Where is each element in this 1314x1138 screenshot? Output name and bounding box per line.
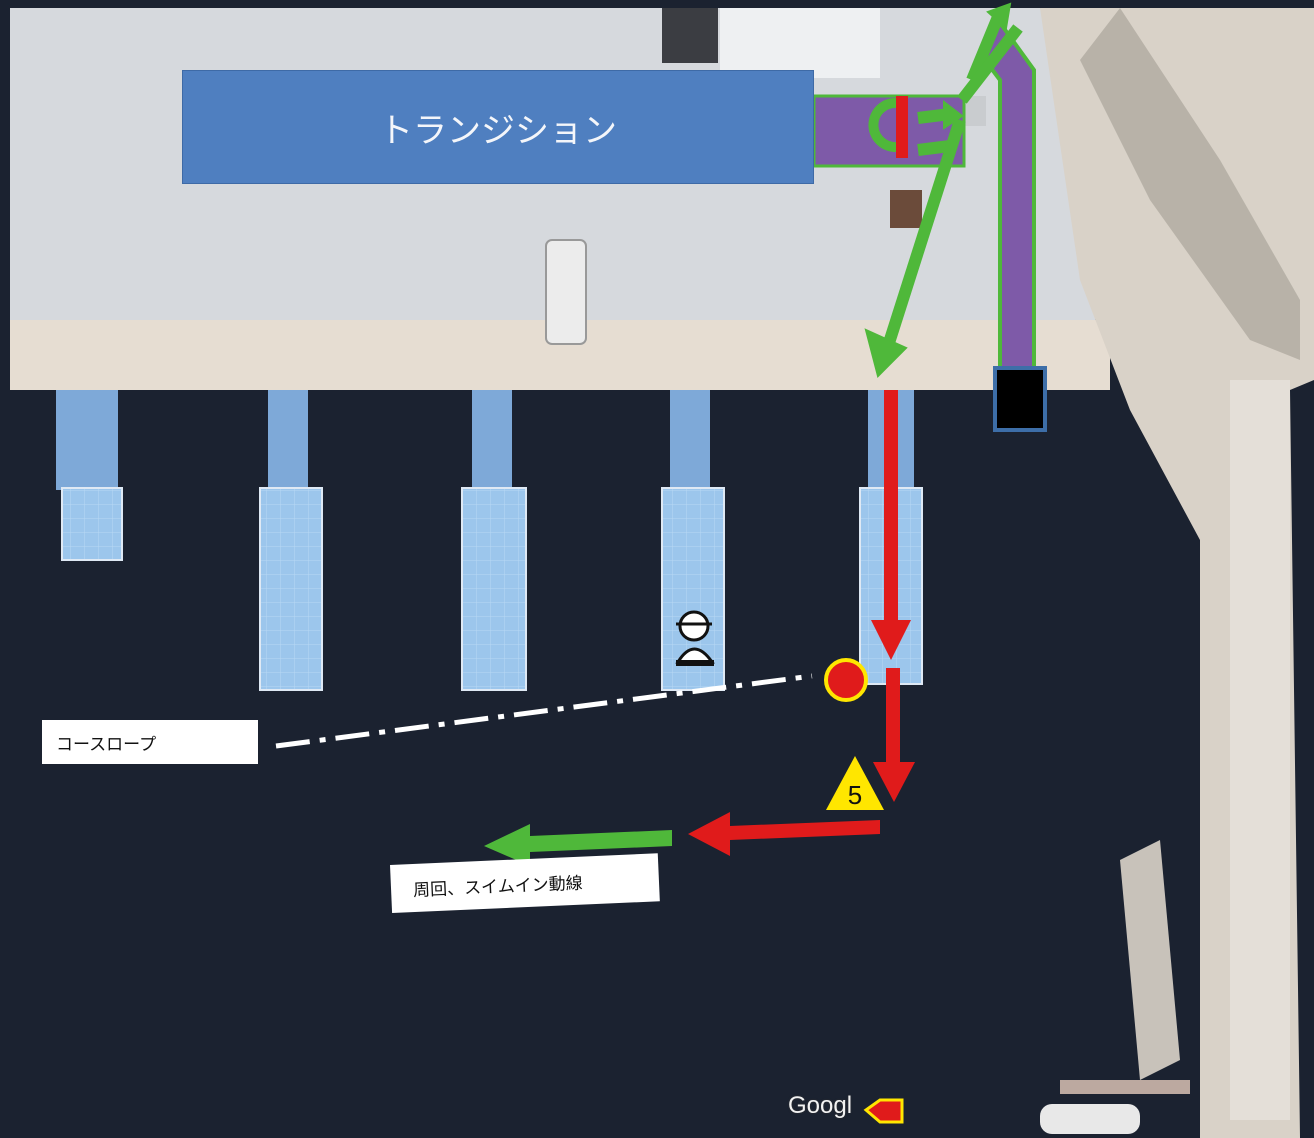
dock-1-gangway — [56, 390, 118, 490]
buoy-number: 5 — [847, 780, 863, 810]
green-arrow-exit — [917, 140, 951, 156]
green-route — [864, 2, 1023, 378]
dock-3 — [461, 487, 527, 691]
dock-4-gangway — [670, 390, 710, 490]
dock-3-gangway — [472, 390, 512, 490]
red-arrow-2-shaft — [886, 668, 900, 768]
small-pier — [1120, 840, 1180, 1080]
boat-dock — [1060, 1080, 1190, 1094]
transition-area-label: トランジション — [182, 70, 814, 184]
brown-hut — [890, 190, 922, 228]
turn-buoy-icon — [826, 756, 884, 810]
green-arrowhead-up — [986, 2, 1012, 30]
seawall-inner — [1080, 8, 1300, 360]
green-arrowhead-right — [943, 99, 964, 130]
transition-connector — [812, 94, 966, 168]
map-attribution: Googl — [788, 1092, 853, 1119]
red-arrow-2-head — [873, 762, 915, 802]
green-arrowhead-down — [864, 328, 908, 378]
green-arrow-up — [966, 9, 1006, 83]
start-buoy-icon — [824, 658, 868, 702]
red-arrow-3 — [688, 812, 880, 856]
dock-2 — [259, 487, 323, 691]
course-rope — [275, 673, 813, 749]
course-rope-label: コースロープ — [42, 720, 258, 764]
ramp-icon — [993, 366, 1047, 432]
red-arrow-1-head — [871, 620, 911, 660]
swimmer-marker-icon — [675, 610, 715, 666]
green-arrow-diagonal — [882, 118, 966, 348]
dock-2-gangway — [268, 390, 308, 490]
map-pin-icon — [863, 1098, 904, 1124]
small-vehicle — [545, 239, 587, 345]
building-white — [720, 8, 880, 78]
red-arrow-1-shaft — [884, 390, 898, 622]
red-route — [688, 390, 915, 856]
transition-exit-bar — [896, 96, 908, 158]
uturn-marker — [868, 98, 904, 152]
green-swim-arrow — [484, 824, 672, 866]
building-dark — [662, 8, 718, 63]
dock-1 — [61, 487, 123, 561]
boat — [1040, 1104, 1140, 1134]
floating-docks — [56, 390, 923, 691]
seawall-walk — [1230, 380, 1290, 1120]
green-arrow-return — [957, 24, 1023, 104]
